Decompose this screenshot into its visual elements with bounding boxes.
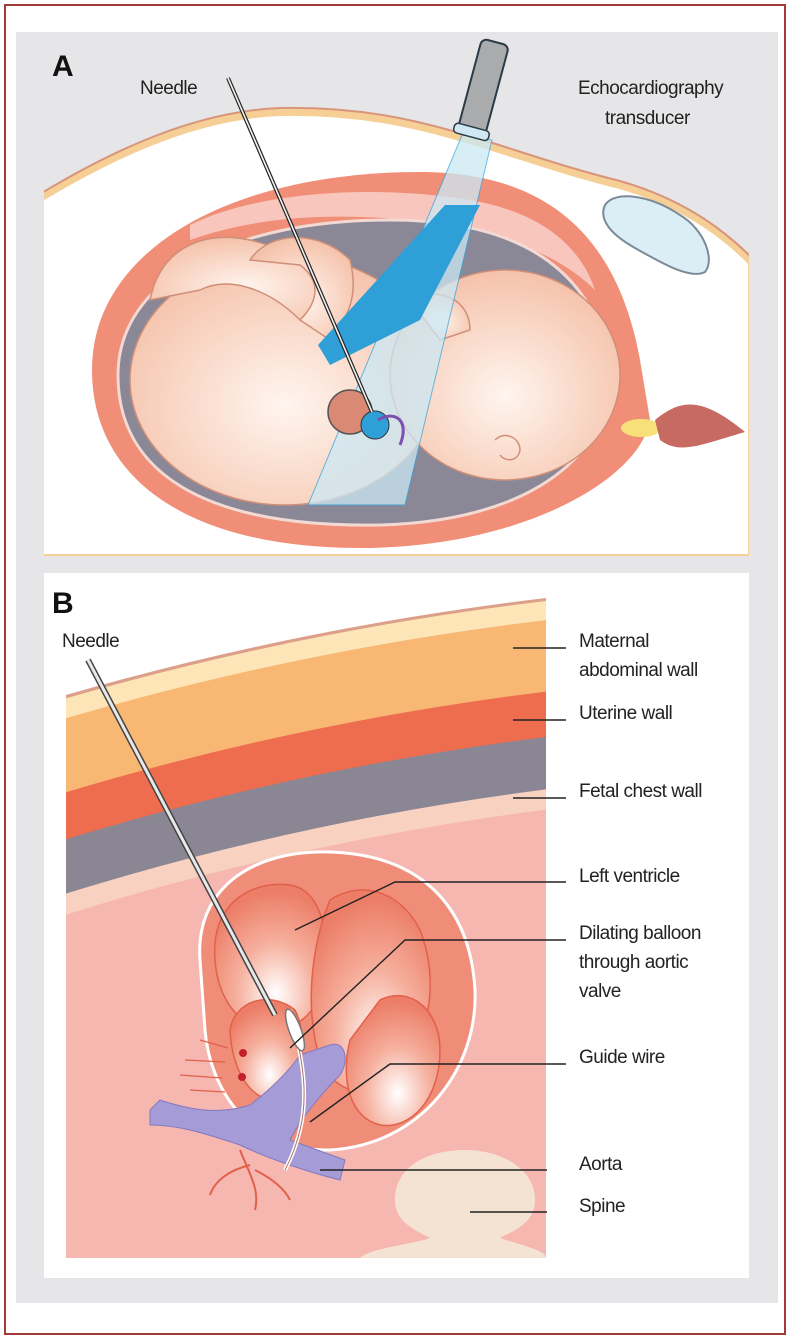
needle-b xyxy=(85,658,278,1017)
label-left-ventricle: Left ventricle xyxy=(579,866,680,887)
label-balloon-line1: Dilating balloon xyxy=(579,923,701,944)
spine xyxy=(360,1150,546,1258)
dilating-balloon xyxy=(284,1008,306,1052)
label-aorta: Aorta xyxy=(579,1154,623,1175)
needle xyxy=(226,77,374,413)
panel-a-letter: A xyxy=(52,50,74,83)
label-transducer-line1: Echocardiography xyxy=(578,78,724,99)
placenta xyxy=(190,192,595,290)
label-spine: Spine xyxy=(579,1196,625,1217)
label-needle-a: Needle xyxy=(140,78,197,99)
echocardiography-transducer xyxy=(452,38,509,142)
label-fetal-chest-wall: Fetal chest wall xyxy=(579,781,702,802)
label-uterine-wall: Uterine wall xyxy=(579,703,672,724)
leader-lines xyxy=(289,647,566,1213)
tissue-layers xyxy=(66,598,546,1258)
fetal-heart-detail xyxy=(179,850,477,1152)
label-maternal-line2: abdominal wall xyxy=(579,660,698,681)
panel-b-letter: B xyxy=(52,587,74,620)
label-needle-b: Needle xyxy=(62,631,119,652)
vagina xyxy=(655,404,745,448)
cervix xyxy=(621,419,661,437)
panel-a xyxy=(44,32,749,556)
figure-border xyxy=(4,4,786,1335)
bladder xyxy=(602,195,710,275)
label-balloon-line2: through aortic xyxy=(579,952,688,973)
label-balloon-line3: valve xyxy=(579,981,621,1002)
label-guide-wire: Guide wire xyxy=(579,1047,665,1068)
label-maternal-line1: Maternal xyxy=(579,631,649,652)
label-transducer-line2: transducer xyxy=(605,108,691,129)
